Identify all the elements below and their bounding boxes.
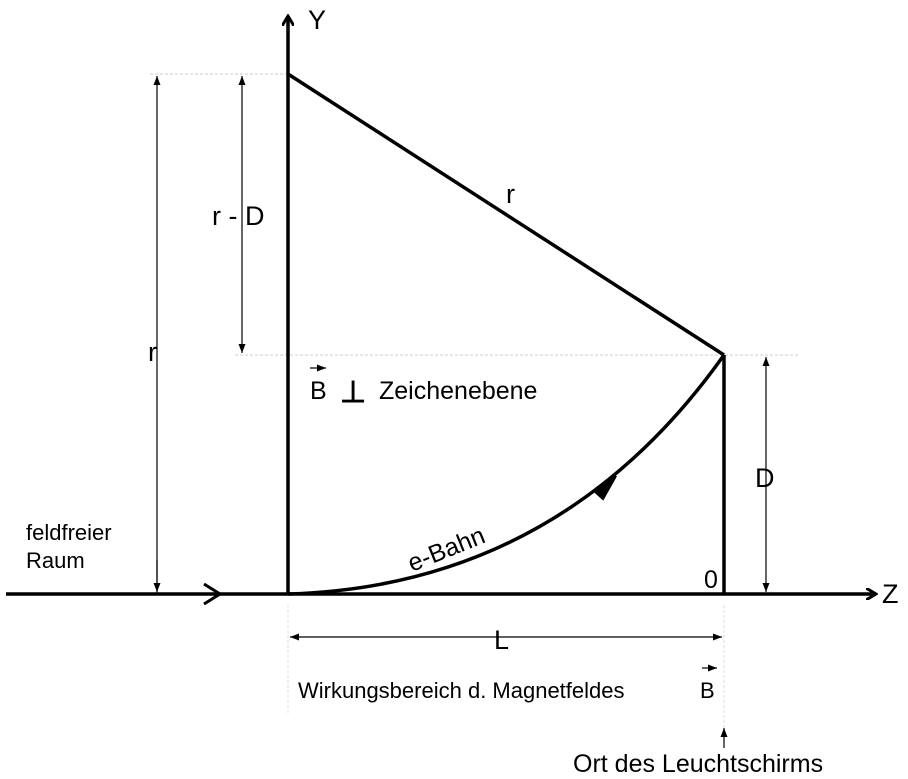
length-label: L: [494, 625, 509, 655]
d-label: D: [755, 463, 775, 493]
y-axis-label: Y: [308, 5, 326, 35]
b-label: B: [310, 377, 327, 405]
plane-label: Zeichenebene: [379, 377, 537, 405]
field-free-label-line2: Raum: [26, 548, 85, 573]
r-left-label: r: [148, 337, 157, 367]
radius-label: r: [506, 179, 515, 209]
r-minus-d-label: r - D: [212, 201, 264, 231]
origin-label: 0: [704, 566, 718, 594]
field-region-label: Wirkungsbereich d. Magnetfeldes: [298, 678, 625, 703]
screen-label: Ort des Leuchtschirms: [573, 750, 823, 778]
z-axis-label: Z: [882, 579, 899, 609]
field-b-label: B: [700, 678, 715, 703]
guide-verticals: [287, 605, 725, 745]
guide-lines: [150, 73, 800, 356]
perpendicular-icon: ⊥: [340, 376, 366, 409]
beam-arrow-icon: [203, 582, 223, 606]
path-arrow-icon: [592, 475, 617, 501]
radius-line: [287, 72, 725, 357]
field-free-label-line1: feldfreier: [26, 520, 112, 545]
electron-path: [287, 353, 726, 596]
